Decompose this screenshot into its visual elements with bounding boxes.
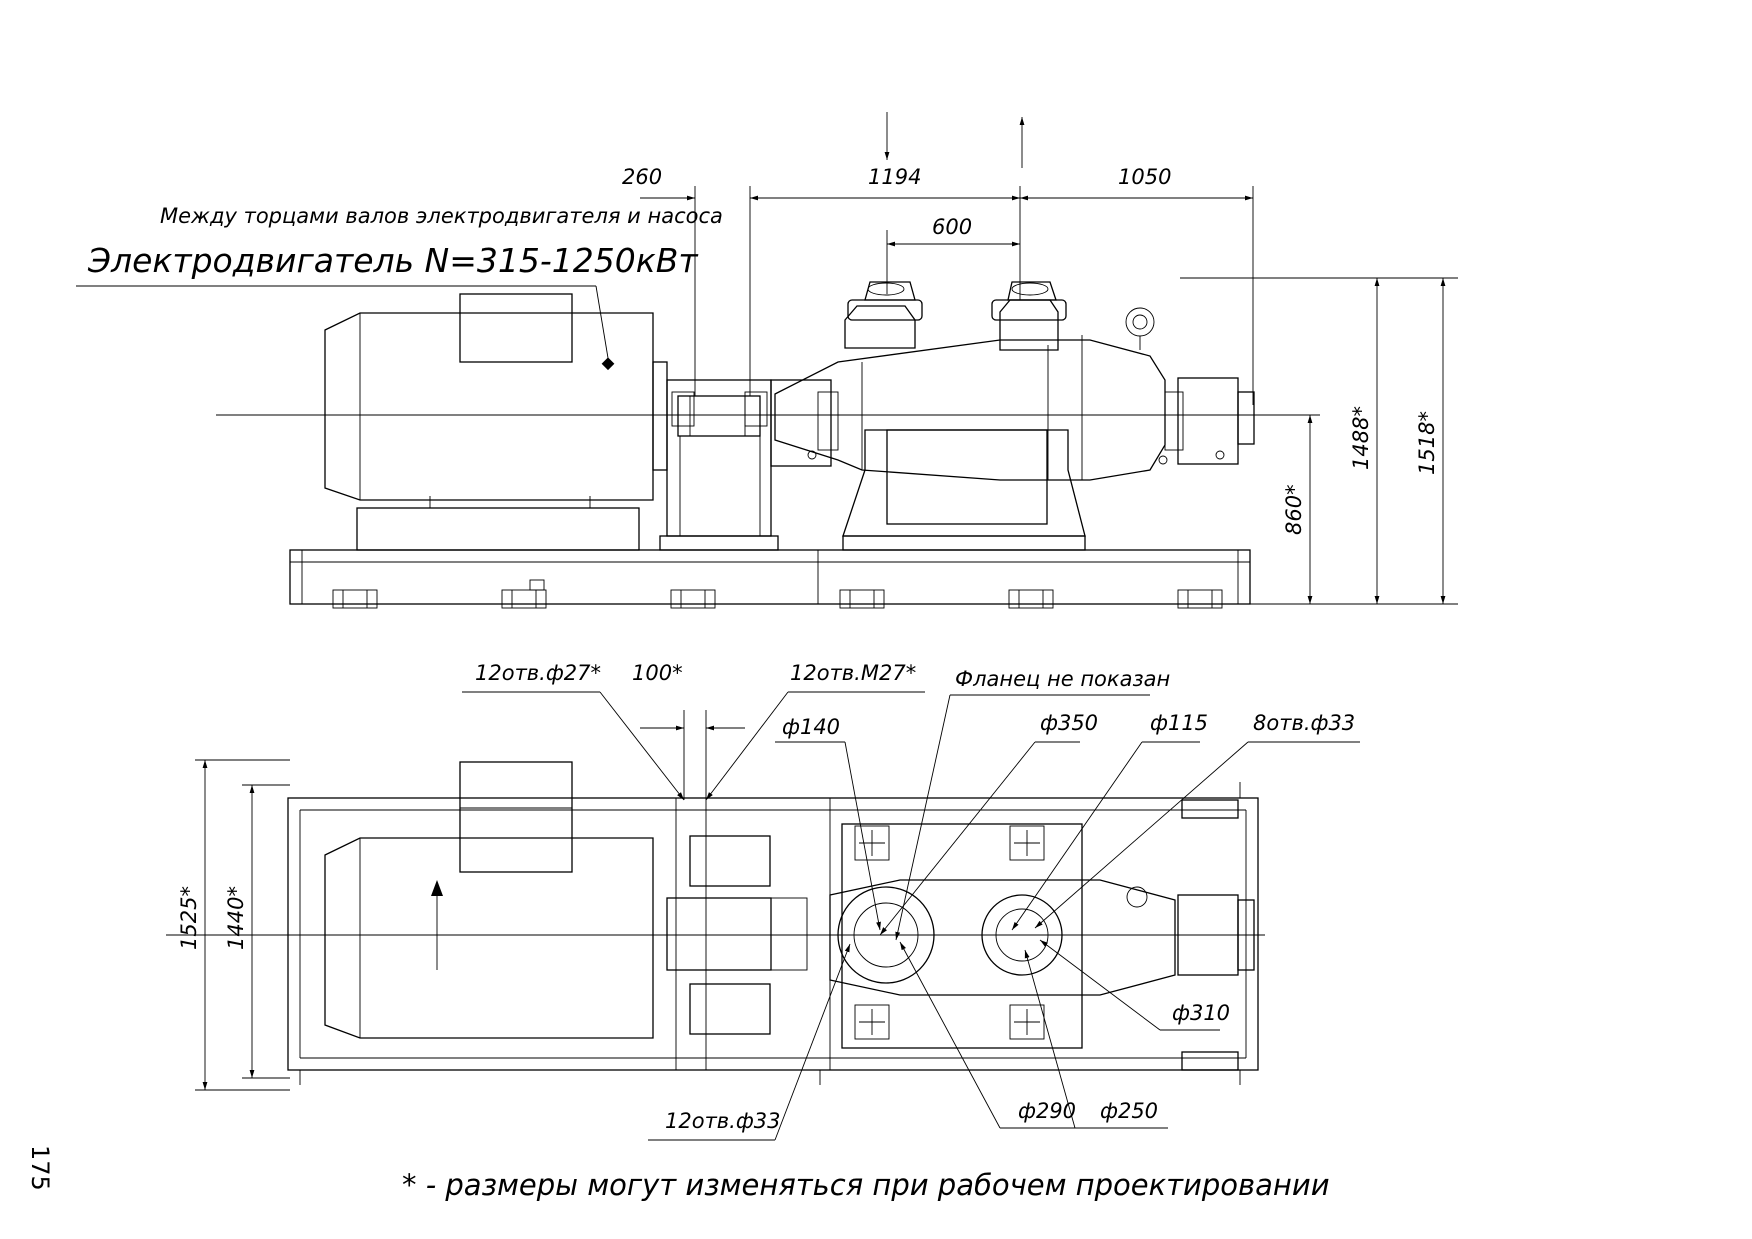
dim-1518: 1518* — [1415, 411, 1439, 475]
holes-27-label: 12отв.ф27* — [475, 661, 601, 685]
side-view: Между торцами валов электродвигателя и н… — [76, 112, 1458, 609]
dim-1525: 1525* — [177, 886, 201, 950]
page-number: 175 — [26, 1145, 54, 1191]
d250-label: ф250 — [1100, 1099, 1158, 1123]
footnote: * - размеры могут изменяться при рабочем… — [402, 1168, 1330, 1202]
plan-view: 12отв.ф27* 100* 12отв.М27* Фланец не пок… — [166, 661, 1360, 1141]
plan-base-frame — [287, 797, 1259, 1071]
dim-1050: 1050 — [1118, 165, 1171, 189]
shaft-gap-note: Между торцами валов электродвигателя и н… — [160, 204, 723, 228]
dim-600: 600 — [932, 215, 972, 239]
flange-not-shown-label: Фланец не показан — [955, 667, 1170, 691]
dim-860: 860* — [1282, 484, 1306, 535]
holes-12x33-label: 12отв.ф33 — [665, 1109, 781, 1133]
dim-1488: 1488* — [1349, 406, 1373, 470]
motor-terminal-box-plan — [459, 761, 573, 873]
pump-side — [770, 281, 1255, 551]
motor-terminal-box — [459, 293, 573, 363]
dim-1440: 1440* — [224, 886, 248, 950]
holes-m27-label: 12отв.М27* — [790, 661, 916, 685]
coupling-side — [659, 379, 779, 551]
dim-1194: 1194 — [868, 165, 921, 189]
d140-label: ф140 — [782, 715, 840, 739]
holes-8x33-label: 8отв.ф33 — [1253, 711, 1355, 735]
motor-power-label: Электродвигатель N=315-1250кВт — [87, 241, 699, 280]
d115-label: ф115 — [1150, 711, 1208, 735]
dim-260: 260 — [622, 165, 662, 189]
d290-label: ф290 — [1018, 1099, 1076, 1123]
base-frame — [289, 549, 1251, 605]
d350-label: ф350 — [1040, 711, 1098, 735]
motor-side — [324, 293, 668, 551]
dim-100-label: 100* — [632, 661, 683, 685]
d310-label: ф310 — [1172, 1001, 1230, 1025]
